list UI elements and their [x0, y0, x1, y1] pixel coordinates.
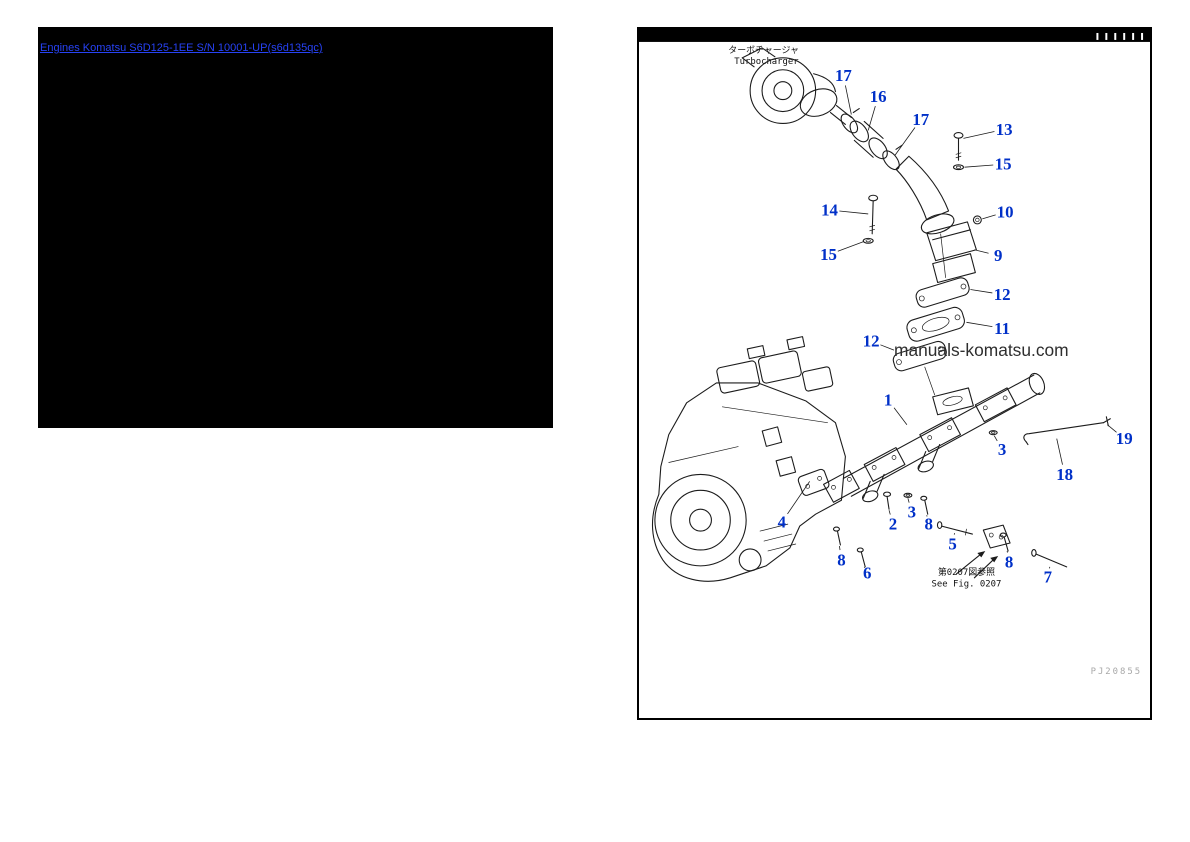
callout-number-1: 1 — [884, 390, 892, 409]
callout-leader-line — [966, 321, 993, 328]
callout-number-4: 4 — [778, 513, 787, 532]
callout-leader-line — [964, 164, 994, 168]
callout-number-2: 2 — [889, 515, 897, 534]
callout-number-18: 18 — [1056, 465, 1073, 484]
diagram-header-bar — [639, 29, 1150, 42]
exhaust-manifold-drawing — [797, 372, 1046, 503]
callout-leader-line — [970, 289, 993, 294]
callout-number-8: 8 — [925, 515, 933, 534]
callout-number-9: 9 — [994, 246, 1002, 265]
rod-drawing — [1023, 416, 1111, 446]
callout-leader-line — [993, 435, 998, 442]
watermark-text: manuals-komatsu.com — [894, 340, 1069, 360]
callout-number-3: 3 — [998, 440, 1006, 459]
parts-page-link[interactable]: Engines Komatsu S6D125-1EE S/N 10001-UP(… — [40, 42, 323, 54]
callout-number-15: 15 — [995, 155, 1012, 174]
callout-leader-line — [787, 481, 810, 515]
callout-number-8: 8 — [837, 550, 845, 569]
callout-number-10: 10 — [997, 202, 1014, 221]
callout-number-19: 19 — [1116, 429, 1133, 448]
callout-number-14: 14 — [821, 200, 838, 219]
callout-number-6: 6 — [863, 563, 871, 582]
callout-leader-line — [894, 127, 916, 156]
callout-number-17: 17 — [912, 110, 929, 129]
callout-leader-line — [974, 249, 989, 254]
callout-number-15: 15 — [820, 245, 837, 264]
callout-number-16: 16 — [870, 87, 887, 106]
callout-number-17: 17 — [835, 66, 852, 85]
callout-leader-line — [1107, 424, 1117, 433]
figure-reference-ja: 第0207図参照 — [938, 566, 995, 578]
callout-number-5: 5 — [948, 535, 956, 554]
callout-leader-line — [845, 85, 852, 115]
callout-number-7: 7 — [1044, 567, 1053, 586]
page-scale-ticks-icon — [1096, 32, 1144, 40]
plate-code: PJ20855 — [1091, 667, 1142, 677]
callout-leader-line — [837, 241, 864, 252]
callout-number-12: 12 — [863, 332, 880, 351]
callout-leader-line — [880, 344, 895, 351]
callout-number-12: 12 — [994, 285, 1011, 304]
callout-leader-line — [867, 106, 876, 131]
gasket-stack-drawing — [892, 277, 970, 396]
callout-leader-line — [839, 545, 841, 551]
diagram-title-ja: ターボチャージャ — [728, 45, 799, 56]
hardware-drawing — [832, 132, 1068, 579]
cover-image-panel: Engines Komatsu S6D125-1EE S/N 10001-UP(… — [38, 27, 553, 428]
callout-leader-line — [907, 498, 910, 503]
callout-leader-line — [839, 210, 869, 215]
callout-number-8: 8 — [1005, 552, 1013, 571]
figure-reference-en: See Fig. 0207 — [932, 580, 1002, 590]
engine-block-drawing — [651, 336, 846, 582]
callout-leader-line — [963, 131, 995, 139]
callout-number-3: 3 — [908, 503, 916, 522]
callout-leader-line — [888, 510, 891, 515]
callout-number-11: 11 — [994, 319, 1010, 338]
callout-number-13: 13 — [996, 120, 1013, 139]
parts-diagram-frame: ターボチャージャ Turbocharger — [637, 27, 1152, 720]
parts-drawing — [651, 47, 1111, 582]
callout-leader-line — [893, 407, 908, 425]
callout-leader-line — [982, 214, 996, 220]
callout-leader-line — [1056, 438, 1063, 465]
parts-diagram-svg: ターボチャージャ Turbocharger — [639, 29, 1150, 677]
turbocharger-drawing — [741, 47, 977, 284]
